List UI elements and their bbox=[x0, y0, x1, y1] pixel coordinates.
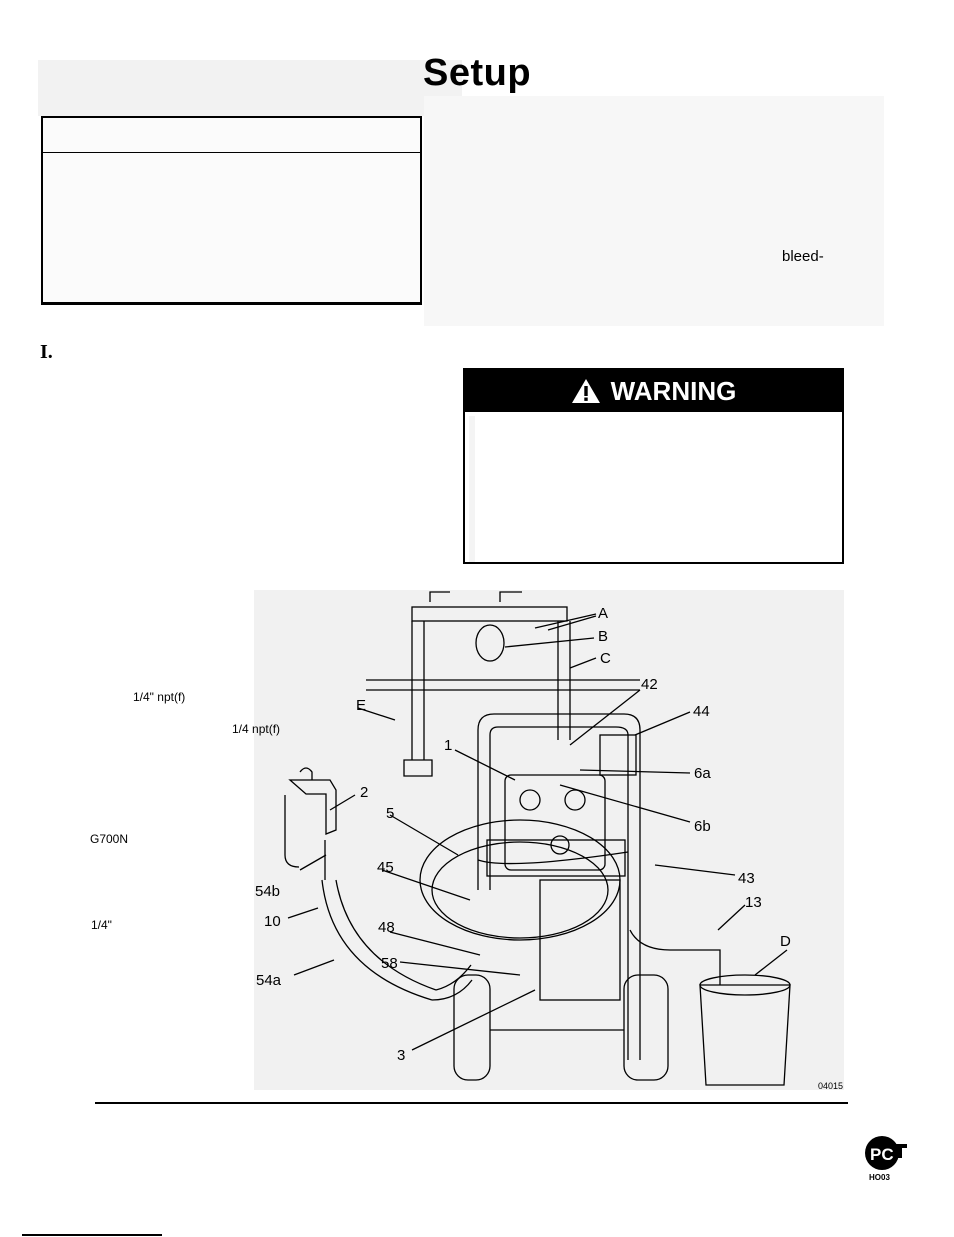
callout-C: C bbox=[600, 650, 611, 667]
pump-body bbox=[504, 774, 606, 871]
bottom-rule bbox=[22, 1234, 162, 1236]
callout-48: 48 bbox=[378, 919, 395, 936]
warning-triangle-icon bbox=[571, 379, 600, 403]
callout-54a: 54a bbox=[256, 972, 282, 989]
note-box bbox=[41, 116, 422, 305]
callout-A: A bbox=[598, 605, 608, 622]
callout-B: B bbox=[598, 628, 608, 645]
callout-10: 10 bbox=[264, 913, 281, 930]
callout-5: 5 bbox=[386, 805, 394, 822]
page-title: Setup bbox=[422, 52, 532, 94]
warning-box: WARNING bbox=[463, 368, 844, 564]
svg-text:PC: PC bbox=[870, 1145, 894, 1164]
footer-rule bbox=[95, 1102, 848, 1104]
callout-D: D bbox=[780, 933, 791, 950]
callout-3: 3 bbox=[397, 1047, 405, 1064]
fluid-thread-label: 1/4 npt(f) bbox=[232, 722, 281, 736]
bleed-text: bleed- bbox=[782, 248, 824, 265]
callout-54b: 54b bbox=[255, 883, 280, 900]
callout-42: 42 bbox=[641, 676, 658, 693]
callout-13: 13 bbox=[745, 894, 762, 911]
note-box-bottom-rule bbox=[41, 302, 422, 305]
bucket bbox=[699, 984, 791, 1086]
gun-model-label: G700N bbox=[90, 832, 129, 846]
callout-1: 1 bbox=[444, 737, 452, 754]
spray-gun bbox=[288, 779, 337, 835]
step-marker: I. bbox=[40, 341, 53, 363]
warning-heading: WARNING bbox=[610, 375, 737, 406]
callout-43: 43 bbox=[738, 870, 755, 887]
text-column-shade bbox=[424, 96, 884, 326]
callout-6a: 6a bbox=[694, 765, 711, 782]
callout-45: 45 bbox=[377, 859, 394, 876]
callout-2: 2 bbox=[360, 784, 368, 801]
warning-side-bar bbox=[469, 416, 475, 562]
header-shade bbox=[38, 60, 462, 116]
logo-code: HO03 bbox=[869, 1173, 890, 1182]
note-box-divider bbox=[43, 152, 420, 153]
certification-logo: PC bbox=[865, 1136, 907, 1170]
callout-44: 44 bbox=[693, 703, 710, 720]
air-thread-label: 1/4" npt(f) bbox=[133, 690, 186, 704]
air-manifold bbox=[411, 606, 568, 622]
callout-6b: 6b bbox=[694, 818, 711, 835]
hose-size-label: 1/4" bbox=[91, 918, 112, 932]
callout-58: 58 bbox=[381, 955, 398, 972]
callout-E: E bbox=[356, 697, 366, 714]
figure-id: 04015 bbox=[818, 1081, 844, 1091]
warning-header: WARNING bbox=[465, 370, 842, 412]
